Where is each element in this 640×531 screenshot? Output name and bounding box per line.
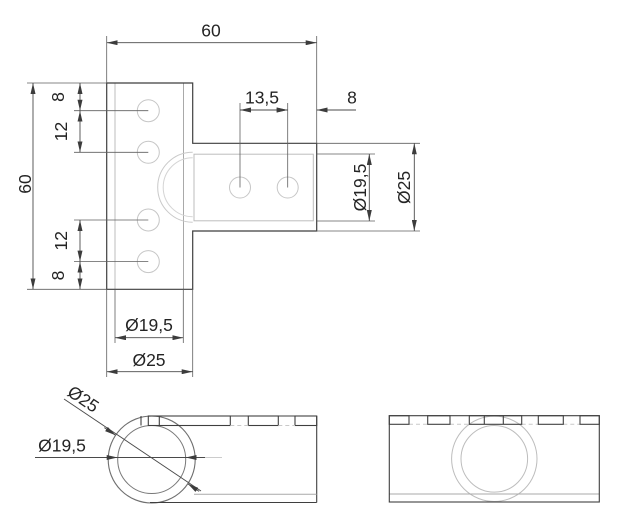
dim-upright-od: Ø25	[132, 350, 165, 370]
profile-tube-body	[388, 415, 600, 503]
profile-hidden-outer-circle	[451, 415, 538, 502]
saddle-arc-outer	[157, 151, 193, 223]
saddle-arc-inner	[162, 157, 193, 218]
end-view-tube-body	[140, 415, 318, 504]
dim-hole-pitch-top: 12	[51, 122, 71, 141]
dim-arm-od: Ø25	[394, 171, 414, 204]
side-view-end: Ø25 Ø19,5	[35, 381, 318, 504]
dimension-lines	[30, 40, 417, 375]
dimension-labels: 60 60 8 12 12 8 13,5 8 Ø19,5 Ø25 Ø19,5 Ø…	[15, 21, 414, 371]
arm-bore-hidden-outline	[193, 153, 314, 222]
dim-side-od: Ø25	[64, 381, 103, 416]
dim-side-bore: Ø19,5	[38, 436, 86, 456]
end-view-bore-circle	[117, 425, 187, 494]
leader-side-od	[63, 398, 202, 492]
dim-hole-edge-top: 8	[48, 92, 68, 102]
dim-arm-hole-pitch: 13,5	[245, 88, 279, 108]
extension-lines	[27, 36, 420, 377]
dim-arm-hole-edge: 8	[347, 88, 357, 108]
end-view-outer-circle	[107, 415, 196, 504]
dim-arm-bore: Ø19,5	[350, 164, 370, 212]
front-view	[106, 82, 318, 290]
dim-hole-edge-bottom: 8	[48, 271, 68, 281]
dim-front-height: 60	[15, 174, 35, 194]
dim-hole-pitch-bottom: 12	[51, 231, 71, 250]
side-view-profile	[388, 415, 600, 503]
profile-hidden-bore-circle	[460, 425, 529, 493]
dim-upright-bore: Ø19,5	[125, 315, 173, 335]
dim-front-width: 60	[201, 21, 221, 41]
